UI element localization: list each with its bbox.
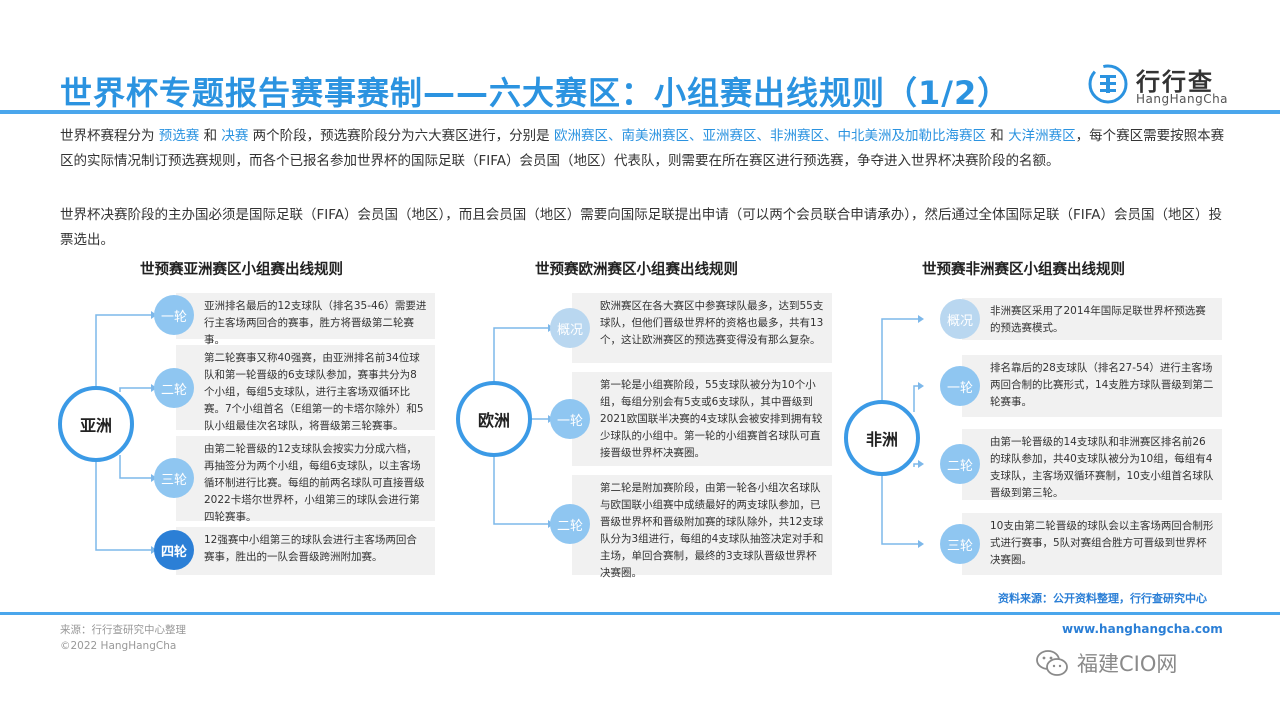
asia-round-2-text: 第二轮赛事又称40强赛，由亚洲排名前34位球队和第一轮晋级的6支球队参加，赛事共… xyxy=(176,345,435,432)
footer-copyright: ©2022 HangHangCha xyxy=(60,640,177,652)
africa-round-3-text: 10支由第二轮晋级的球队会以主客场两回合制形式进行赛事，5队对赛组合胜方可晋级到… xyxy=(962,513,1222,575)
logo-mark-icon xyxy=(1088,64,1128,104)
page-title: 世界杯专题报告赛事赛制——六大赛区：小组赛出线规则（1/2） xyxy=(60,74,1011,112)
highlight-qualifier: 预选赛 xyxy=(158,128,200,144)
footer-website-link[interactable]: www.hanghangcha.com xyxy=(1062,622,1223,636)
asia-round-4-badge: 四轮 xyxy=(154,530,194,570)
europe-overview-text: 欧洲赛区在各大赛区中参赛球队最多，达到55支球队，但他们晋级世界杯的资格也最多，… xyxy=(572,293,832,363)
data-source-note: 资料来源：公开资料整理，行行查研究中心 xyxy=(998,592,1207,605)
europe-round-1-text: 第一轮是小组赛阶段，55支球队被分为10个小组，每组分别会有5支或6支球队，其中… xyxy=(572,372,832,466)
logo-cn-text: 行行查 xyxy=(1136,68,1214,96)
asia-round-1-badge: 一轮 xyxy=(154,295,194,335)
watermark: 福建CIO网 xyxy=(1035,648,1177,678)
europe-round-2-text: 第二轮是附加赛阶段，由第一轮各小组次名球队与欧国联小组赛中成绩最好的两支球队参加… xyxy=(572,475,832,579)
africa-round-2-badge: 二轮 xyxy=(940,444,980,484)
asia-round-2-badge: 二轮 xyxy=(154,368,194,408)
wechat-icon xyxy=(1036,650,1068,676)
logo-en-text: HangHangCha xyxy=(1136,92,1229,106)
intro-text: ，每个赛区需要按照本赛区的实际情况制订预选赛规则，而各个已报名参加世界杯的国际足… xyxy=(60,128,1225,169)
asia-round-1-text: 亚洲排名最后的12支球队（排名35-46）需要进行主客场两回合的赛事，胜方将晋级… xyxy=(176,293,435,346)
asia-panel-title: 世预赛亚洲赛区小组赛出线规则 xyxy=(140,262,343,278)
intro-text: 世界杯赛程分为 xyxy=(60,128,159,144)
europe-overview-badge: 概况 xyxy=(550,308,590,348)
africa-round-1-badge: 一轮 xyxy=(940,366,980,406)
asia-round-3-badge: 三轮 xyxy=(154,458,194,498)
highlight-finals: 决赛 xyxy=(221,128,249,144)
asia-round-3-text: 由第二轮晋级的12支球队会按实力分成六档，再抽签分为两个小组，每组6支球队，以主… xyxy=(176,436,435,523)
brand-logo: 行行查 HangHangCha xyxy=(1086,62,1256,106)
europe-panel-title: 世预赛欧洲赛区小组赛出线规则 xyxy=(535,262,738,278)
africa-overview-text: 非洲赛区采用了2014年国际足联世界杯预选赛的预选赛模式。 xyxy=(962,298,1222,340)
europe-round-2-badge: 二轮 xyxy=(550,504,590,544)
highlight-zones: 欧洲赛区、南美洲赛区、亚洲赛区、非洲赛区、中北美洲及加勒比海赛区 xyxy=(553,128,986,144)
europe-round-1-badge: 一轮 xyxy=(550,399,590,439)
africa-panel-title: 世预赛非洲赛区小组赛出线规则 xyxy=(922,262,1125,278)
asia-region-circle: 亚洲 xyxy=(58,386,134,462)
intro-text: 和 xyxy=(199,128,222,144)
asia-round-4-text: 12强赛中小组第三的球队会进行主客场两回合赛事，胜出的一队会晋级跨洲附加赛。 xyxy=(176,527,435,575)
europe-region-circle: 欧洲 xyxy=(456,381,532,457)
title-divider xyxy=(0,110,1280,114)
highlight-oceania: 大洋洲赛区 xyxy=(1008,128,1076,144)
africa-round-1-text: 排名靠后的28支球队（排名27-54）进行主客场两回合制的比赛形式，14支胜方球… xyxy=(962,355,1222,417)
africa-region-circle: 非洲 xyxy=(844,400,920,476)
africa-round-2-text: 由第一轮晋级的14支球队和非洲赛区排名前26的球队参加，共40支球队被分为10组… xyxy=(962,429,1222,500)
intro-paragraph-1: 世界杯赛程分为 预选赛 和 决赛 两个阶段，预选赛阶段分为六大赛区进行，分别是 … xyxy=(60,124,1225,174)
footer-divider xyxy=(0,612,1280,615)
africa-round-3-badge: 三轮 xyxy=(940,524,980,564)
footer-source: 来源：行行查研究中心整理 xyxy=(60,624,186,636)
intro-paragraph-2: 世界杯决赛阶段的主办国必须是国际足联（FIFA）会员国（地区），而且会员国（地区… xyxy=(60,207,1223,248)
africa-overview-badge: 概况 xyxy=(940,299,980,339)
intro-text: 两个阶段，预选赛阶段分为六大赛区进行，分别是 xyxy=(248,128,554,144)
watermark-text: 福建CIO网 xyxy=(1077,652,1178,676)
intro-text: 和 xyxy=(985,128,1009,144)
